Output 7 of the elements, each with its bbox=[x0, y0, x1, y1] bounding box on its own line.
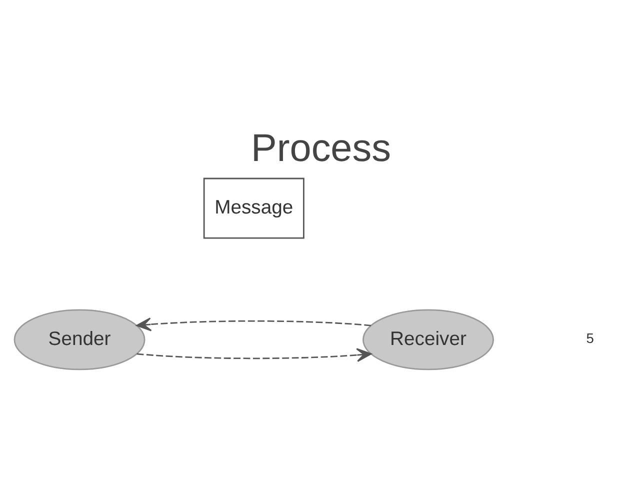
label: 5 bbox=[586, 330, 594, 346]
arrow bbox=[136, 348, 372, 362]
node-ellipse: Sender bbox=[14, 309, 146, 370]
node-ellipse: Receiver bbox=[362, 309, 494, 370]
arrow bbox=[136, 317, 372, 332]
diagram-title: Process bbox=[251, 127, 391, 170]
node-box: Message bbox=[203, 178, 304, 239]
